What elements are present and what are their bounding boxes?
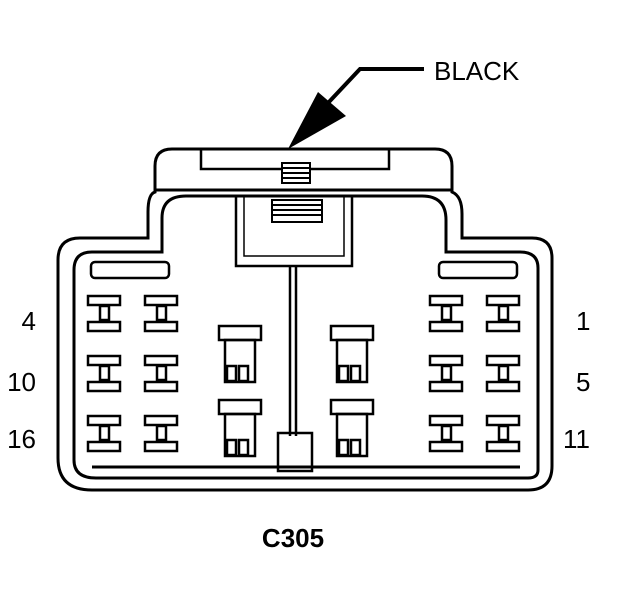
terminal-cavity [86, 414, 122, 453]
pin-label-16: 16 [7, 424, 36, 454]
terminal-cavity [143, 414, 179, 453]
terminal-cavity [485, 414, 521, 453]
pin-label-10: 10 [7, 367, 36, 397]
left-slot [89, 260, 171, 280]
terminal-cavity [428, 294, 464, 333]
connector-housing [56, 147, 554, 492]
terminal-cavity [86, 354, 122, 393]
terminal-cavity [428, 414, 464, 453]
terminal-cavity [143, 294, 179, 333]
pin-label-4: 4 [22, 306, 36, 336]
large-terminal-cavity [329, 398, 375, 458]
terminal-cavity [428, 354, 464, 393]
connector-id-label: C305 [262, 523, 324, 553]
housing-outline-outer [56, 147, 554, 492]
pin-label-1: 1 [576, 306, 590, 336]
terminal-cavity [485, 354, 521, 393]
center-post [276, 431, 314, 473]
terminal-cavity [86, 294, 122, 333]
pin-label-11: 11 [563, 424, 590, 454]
large-terminal-cavity [329, 324, 375, 384]
center-keyway-inner [243, 195, 345, 257]
terminal-cavity [485, 294, 521, 333]
housing-outline-inner [72, 194, 540, 480]
callout-arrow [288, 67, 424, 149]
large-terminal-cavity [217, 398, 263, 458]
terminal-cavity [143, 354, 179, 393]
large-terminal-cavity [217, 324, 263, 384]
right-slot [437, 260, 519, 280]
latch-main [271, 199, 323, 223]
latch-top [281, 162, 311, 184]
pin-label-5: 5 [576, 367, 590, 397]
color-callout-label: BLACK [434, 56, 520, 86]
